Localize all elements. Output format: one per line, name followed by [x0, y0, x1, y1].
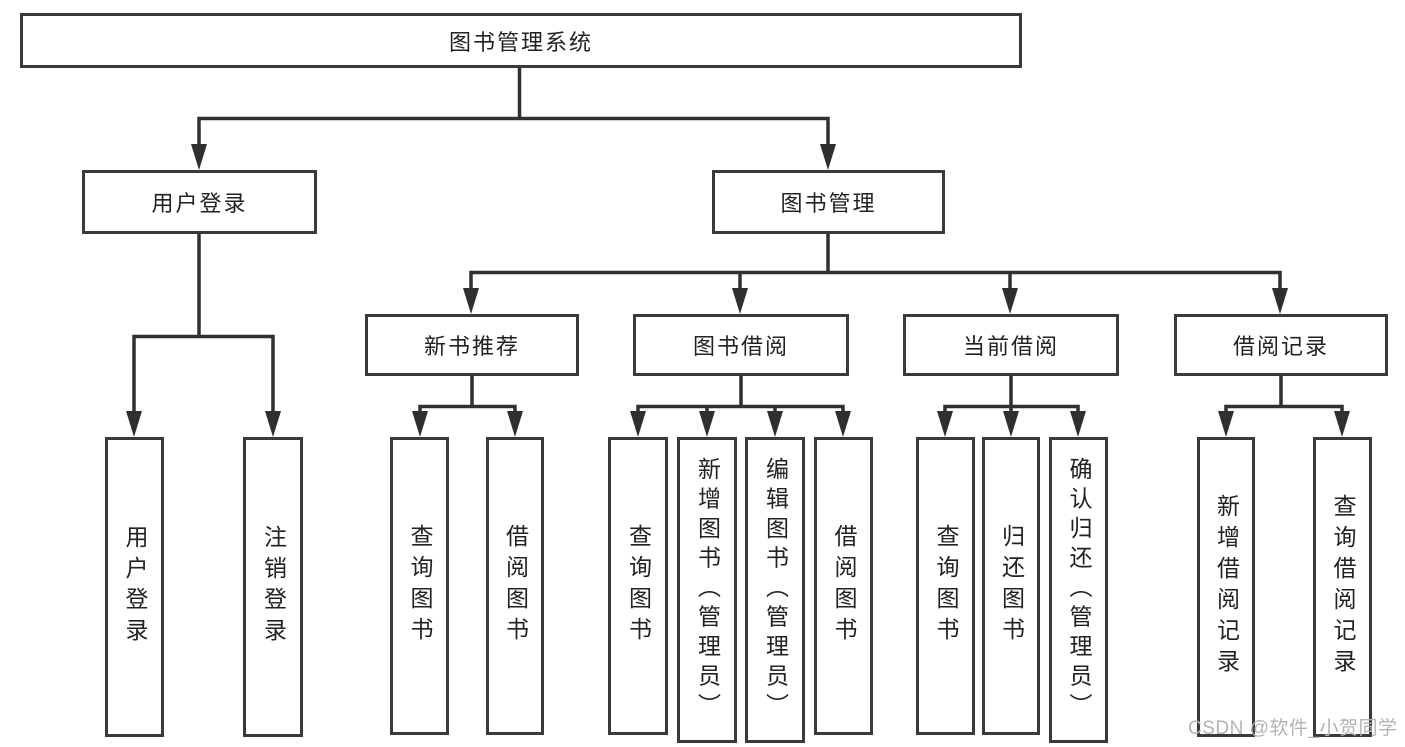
node-book-management: 图书管理: [712, 170, 945, 234]
arrow-down-icon: [463, 288, 479, 314]
arrow-down-icon: [1218, 411, 1234, 437]
leaf-cb-query-books: 查询图书: [916, 437, 975, 735]
arrow-down-icon: [732, 288, 748, 314]
edges-root: [197, 68, 830, 150]
leaf-rec-borrow-books: 借阅图书: [486, 437, 544, 735]
arrow-down-icon: [1070, 411, 1086, 437]
node-current-borrowing: 当前借阅: [903, 314, 1119, 376]
leaf-br-add-borrow-record: 新增借阅记录: [1197, 437, 1255, 737]
arrow-down-icon: [699, 411, 715, 437]
arrow-down-icon: [126, 411, 142, 437]
edges-book-mgmt: [469, 234, 1282, 295]
node-borrowing-records: 借阅记录: [1174, 314, 1388, 376]
leaf-user-login: 用户登录: [105, 437, 164, 737]
arrow-down-icon: [191, 144, 207, 170]
leaf-bb-add-books-admin: 新增图书（管理员）: [677, 437, 737, 743]
arrow-down-icon: [265, 411, 281, 437]
arrow-down-icon: [937, 411, 953, 437]
arrow-down-icon: [630, 411, 646, 437]
edges-new-book-rec: [418, 376, 517, 418]
watermark: CSDN @软件_小贺同学: [1188, 718, 1398, 739]
arrow-down-icon: [1002, 288, 1018, 314]
arrow-down-icon: [1334, 411, 1350, 437]
leaf-bb-borrow-books: 借阅图书: [814, 437, 873, 735]
arrow-down-icon: [767, 411, 783, 437]
node-library-management-system: 图书管理系统: [20, 13, 1022, 68]
leaf-bb-query-books: 查询图书: [608, 437, 668, 735]
arrow-down-icon: [1272, 288, 1288, 314]
arrow-down-icon: [1003, 411, 1019, 437]
edges-book-borrow: [636, 376, 845, 418]
leaf-br-query-borrow-record: 查询借阅记录: [1313, 437, 1372, 737]
arrow-down-icon: [507, 411, 523, 437]
leaf-logout-login: 注销登录: [243, 437, 303, 737]
arrow-down-icon: [412, 411, 428, 437]
edges-user-login: [132, 234, 275, 418]
leaf-rec-query-books: 查询图书: [390, 437, 449, 735]
edges-borrow-record: [1224, 376, 1344, 418]
arrow-down-icon: [820, 144, 836, 170]
node-user-login: 用户登录: [82, 170, 317, 234]
node-new-book-recommend: 新书推荐: [365, 314, 579, 376]
leaf-cb-return-books: 归还图书: [982, 437, 1040, 735]
leaf-cb-confirm-return-admin: 确认归还（管理员）: [1049, 437, 1108, 743]
leaf-bb-edit-books-admin: 编辑图书（管理员）: [745, 437, 805, 743]
node-book-borrowing: 图书借阅: [633, 314, 849, 376]
arrow-down-icon: [835, 411, 851, 437]
